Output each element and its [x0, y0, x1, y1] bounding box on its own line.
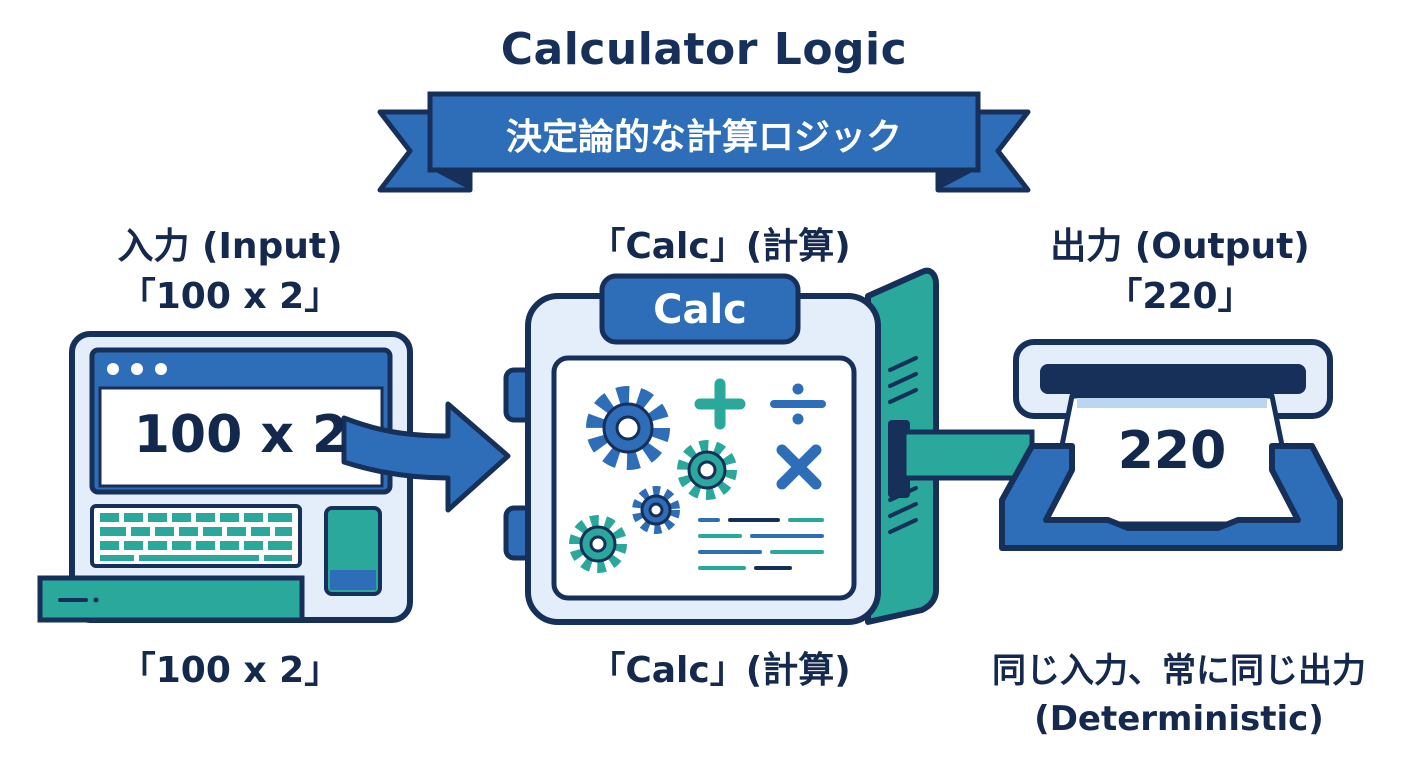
page-title: Calculator Logic	[500, 24, 908, 75]
output-caption-line2: (Deterministic)	[1034, 699, 1324, 739]
window-dot-icon	[131, 363, 143, 375]
output-value: 「220」	[1106, 276, 1254, 317]
input-caption: 「100 x 2」	[119, 650, 341, 691]
gear-icon	[586, 386, 670, 470]
gear-icon	[569, 515, 627, 573]
output-heading: 出力 (Output)	[1050, 226, 1310, 267]
input-heading: 入力 (Input)	[117, 226, 343, 267]
output-tray-icon	[999, 339, 1343, 551]
gear-icon	[632, 486, 680, 534]
arrow-right-icon	[341, 401, 511, 513]
window-dot-icon	[155, 363, 167, 375]
code-lines-icon	[698, 518, 824, 570]
input-screen-value: 100 x 2	[133, 405, 349, 465]
calc-tab-label: Calc	[653, 287, 747, 333]
multiply-icon	[776, 444, 822, 490]
ribbon-subtitle: 決定論的な計算ロジック	[505, 117, 902, 158]
input-value: 「100 x 2」	[119, 276, 341, 317]
calculator-machine-icon	[503, 267, 939, 625]
output-connector	[901, 429, 1035, 481]
ribbon-banner	[377, 91, 1031, 193]
divide-icon	[770, 383, 826, 425]
calc-heading: 「Calc」(計算)	[589, 226, 851, 267]
output-paper-value: 220	[1117, 421, 1227, 481]
plus-icon	[694, 378, 746, 430]
output-caption-line1: 同じ入力、常に同じ出力	[992, 651, 1366, 691]
window-dot-icon	[107, 363, 119, 375]
laptop-icon	[37, 331, 413, 623]
gear-icon	[677, 440, 737, 500]
calc-caption: 「Calc」(計算)	[589, 650, 851, 691]
